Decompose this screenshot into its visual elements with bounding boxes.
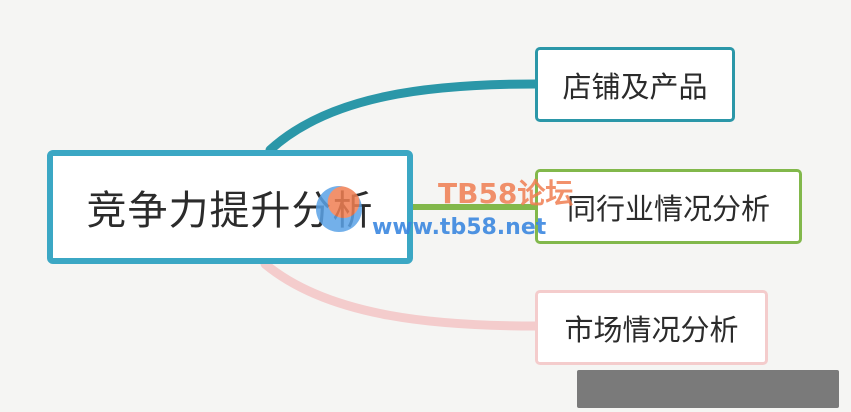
gray-overlay-bar bbox=[577, 370, 839, 408]
branch-node-label: 店铺及产品 bbox=[562, 69, 708, 104]
branch-node-market-analysis[interactable]: 市场情况分析 bbox=[535, 290, 768, 365]
branch-node-store-products[interactable]: 店铺及产品 bbox=[535, 47, 735, 122]
watermark-url: www.tb58.net bbox=[372, 215, 547, 240]
branch-node-label: 市场情况分析 bbox=[564, 312, 739, 347]
watermark-title: TB58论坛 bbox=[438, 177, 574, 210]
connector-market bbox=[260, 259, 541, 331]
branch-node-industry-analysis[interactable]: 同行业情况分析 bbox=[535, 169, 802, 244]
watermark-logo-icon bbox=[316, 186, 362, 232]
connector-store-products bbox=[265, 79, 541, 155]
branch-node-label: 同行业情况分析 bbox=[566, 191, 770, 226]
